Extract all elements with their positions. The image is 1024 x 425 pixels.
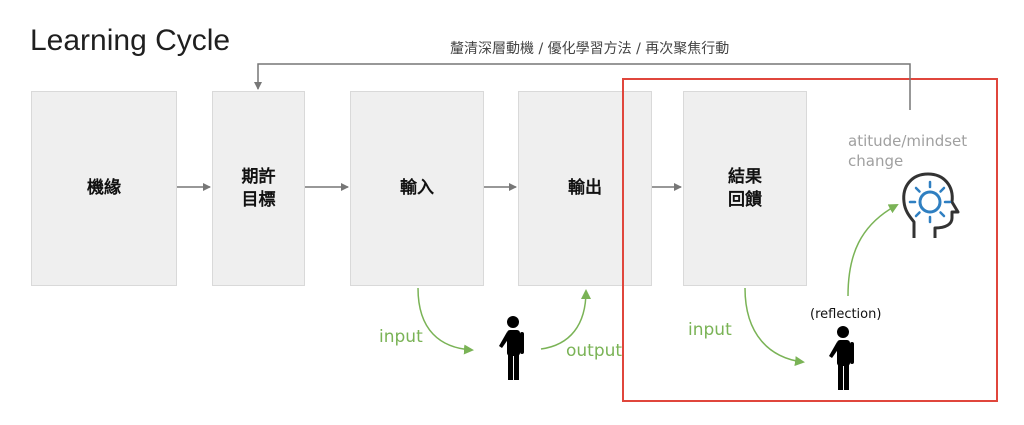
input-label-right: input <box>688 320 732 340</box>
reflection-label: (reflection) <box>810 307 882 322</box>
arrow-input-right <box>744 287 805 366</box>
person-icon <box>829 326 854 390</box>
page-title: Learning Cycle <box>30 24 231 57</box>
highlight-frame <box>622 78 998 402</box>
arrow-reflection <box>847 204 899 297</box>
feedback-loop-label: 釐清深層動機 / 優化學習方法 / 再次聚焦行動 <box>450 41 730 57</box>
person-icon <box>499 316 524 380</box>
stage-opportunity: 機緣 <box>31 91 177 286</box>
stage-input: 輸入 <box>350 91 484 286</box>
input-label-left: input <box>379 327 423 347</box>
stage-goals: 期許 目標 <box>212 91 305 286</box>
arrow-input-left <box>417 287 474 355</box>
feedback-loop-arrow <box>254 63 911 110</box>
attitude-change-label: atitude/mindset change <box>848 132 968 171</box>
stage-feedback: 結果 回饋 <box>683 91 807 286</box>
brain-head-icon <box>902 172 960 238</box>
stage-output: 輸出 <box>518 91 652 286</box>
arrow-output <box>540 289 591 350</box>
output-label: output <box>566 341 623 361</box>
